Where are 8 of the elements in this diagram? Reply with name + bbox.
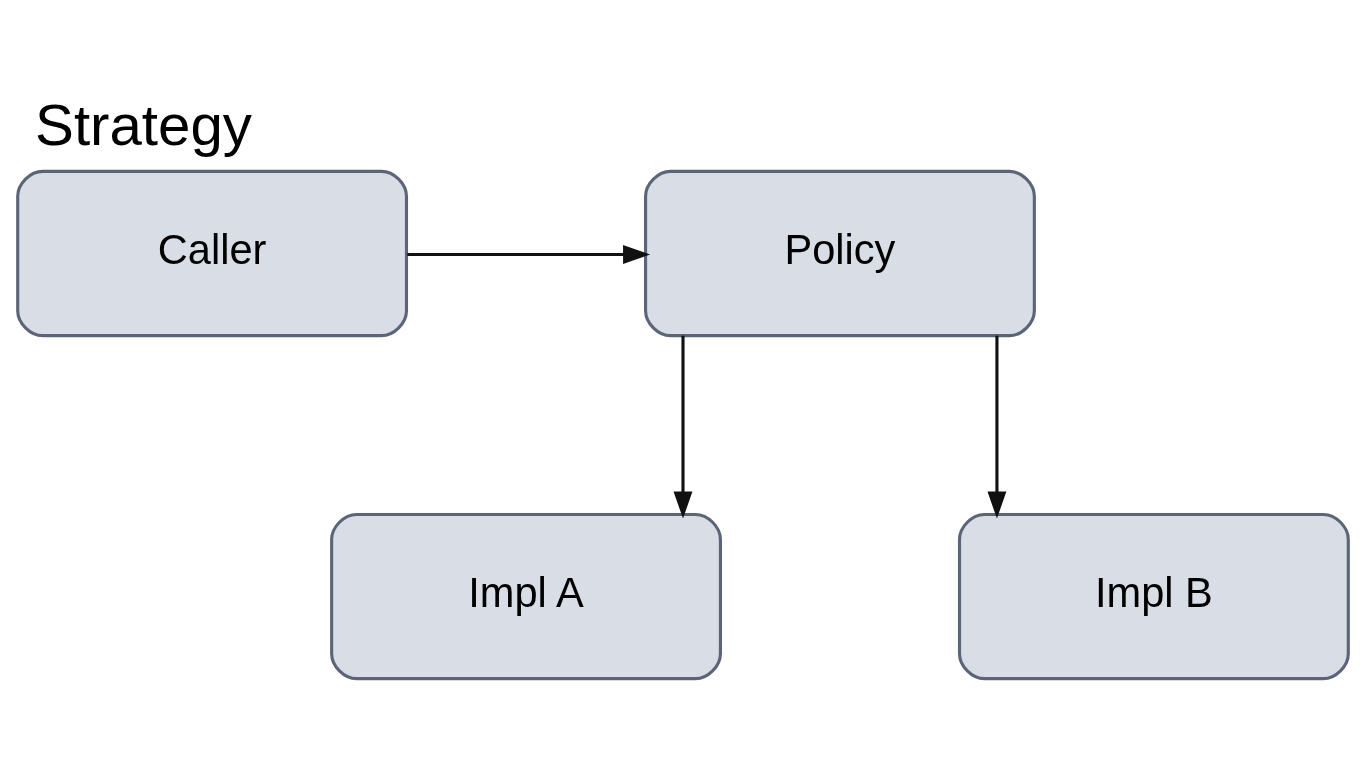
node-box: Impl B xyxy=(957,512,1350,680)
arrow xyxy=(406,244,650,264)
arrow xyxy=(673,335,692,519)
node-box: Policy xyxy=(643,169,1036,337)
node-box: Impl A xyxy=(329,512,722,680)
node-box: Caller xyxy=(15,169,408,337)
arrow xyxy=(986,335,1006,519)
diagram-title: Strategy xyxy=(34,91,252,157)
